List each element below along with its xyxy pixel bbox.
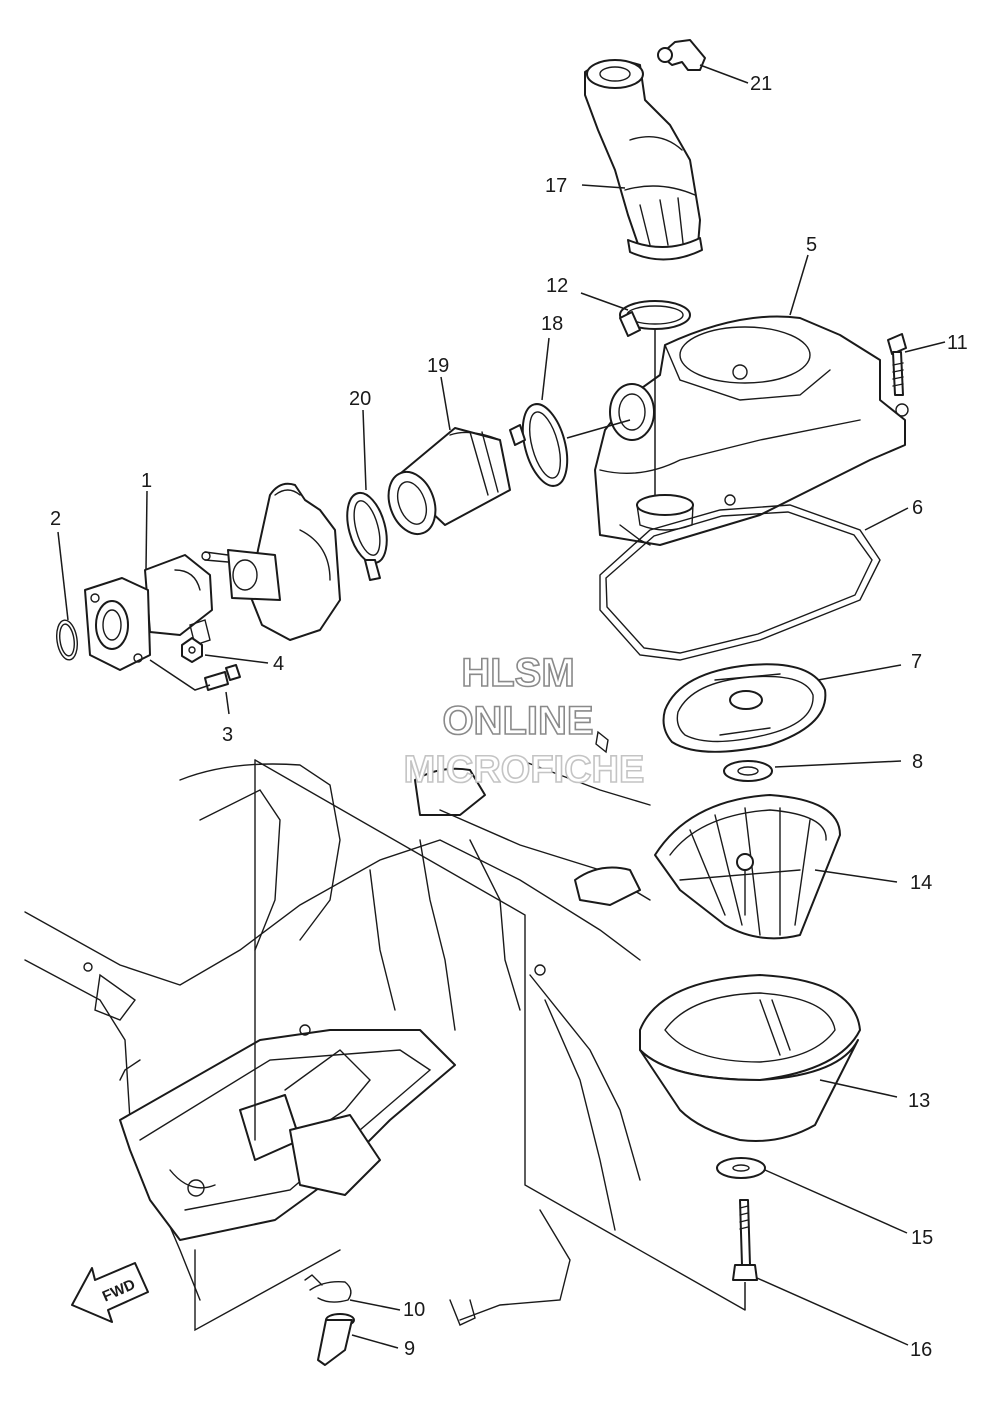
part-20-hose-clamp — [346, 491, 388, 581]
watermark-line-1: HLSM — [461, 651, 574, 695]
callout-20: 20 — [349, 388, 371, 410]
callout-13: 13 — [908, 1090, 930, 1112]
watermark: HLSM ONLINE MICROFICHE — [403, 650, 645, 792]
part-17-intake-duct — [584, 59, 703, 261]
part-11-bolt — [887, 333, 907, 396]
callout-21: 21 — [750, 73, 772, 95]
part-21-elbow-fitting — [657, 39, 706, 71]
part-3-bolt — [204, 664, 241, 691]
part-19-joint-hose — [387, 427, 511, 535]
part-16-long-bolt — [732, 1199, 758, 1281]
watermark-line-2: ONLINE — [442, 699, 593, 743]
part-9-drain-tube — [317, 1313, 355, 1366]
part-7-element-frame — [662, 663, 827, 753]
callout-17: 17 — [545, 175, 567, 197]
part-12-hose-clamp — [619, 300, 691, 337]
part-14-element-cage — [654, 794, 841, 940]
part-4-nut — [181, 637, 203, 663]
callout-18: 18 — [541, 313, 563, 335]
callout-19: 19 — [427, 355, 449, 377]
callout-10: 10 — [403, 1299, 425, 1321]
callout-6: 6 — [912, 497, 923, 519]
callout-16: 16 — [910, 1339, 932, 1361]
callout-12: 12 — [546, 275, 568, 297]
callout-2: 2 — [50, 508, 61, 530]
callout-1: 1 — [141, 470, 152, 492]
carburetor-reference — [201, 482, 341, 641]
leader-lines — [57, 64, 946, 1349]
part-6-gasket — [599, 504, 881, 661]
callout-7: 7 — [911, 651, 922, 673]
frame-body — [24, 730, 746, 1332]
part-1-intake-manifold — [84, 554, 213, 671]
callout-labels: 21 17 5 12 11 18 19 20 1 2 6 4 7 3 8 14 … — [50, 73, 968, 1361]
callout-9: 9 — [404, 1338, 415, 1360]
callout-14: 14 — [910, 872, 932, 894]
part-10-clip — [304, 1274, 352, 1303]
callout-3: 3 — [222, 724, 233, 746]
part-15-washer — [716, 1157, 766, 1179]
part-13-foam-element — [639, 974, 861, 1142]
part-8-star-washer — [723, 760, 773, 782]
watermark-line-3: MICROFICHE — [404, 749, 645, 791]
callout-4: 4 — [273, 653, 284, 675]
part-18-hose-clamp — [509, 403, 569, 487]
callout-11: 11 — [947, 332, 968, 354]
part-5-air-filter-case — [594, 315, 909, 546]
callout-15: 15 — [911, 1227, 933, 1249]
callout-5: 5 — [806, 234, 817, 256]
part-2-o-ring — [56, 619, 78, 661]
forward-arrow-icon: FWD — [71, 1262, 149, 1323]
callout-8: 8 — [912, 751, 923, 773]
